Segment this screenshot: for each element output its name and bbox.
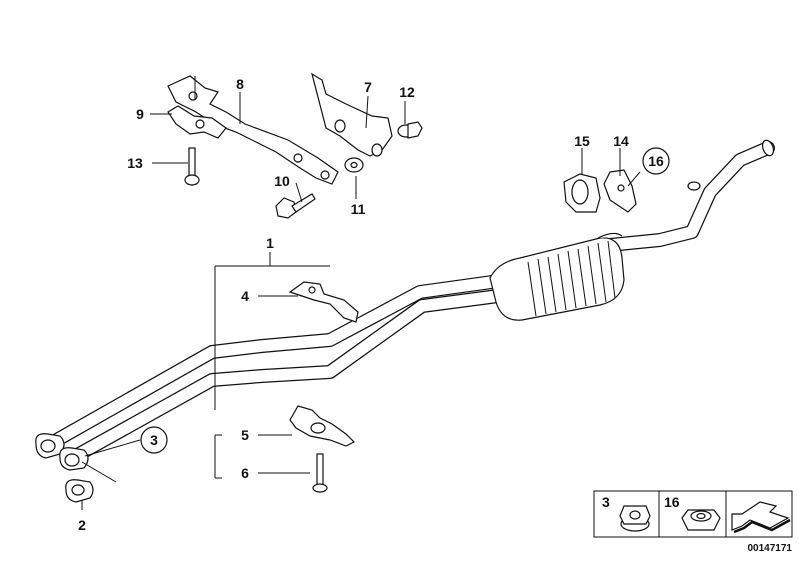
callout-2: 2 [78, 517, 86, 533]
leader-lines [81, 76, 641, 510]
callout-16: 16 [648, 153, 664, 169]
bracket-part-8 [167, 75, 339, 185]
gasket-part-2 [65, 479, 94, 503]
bracket-part-7 [311, 72, 393, 157]
arrow-icon [731, 501, 791, 534]
callout-3: 3 [150, 432, 158, 448]
catalytic-converter [489, 232, 625, 321]
diagram-number: 00147171 [748, 543, 793, 554]
callout-3-circle: 3 [140, 426, 168, 454]
callout-5: 5 [241, 427, 249, 443]
parts-legend: 3 16 00147171 [593, 490, 793, 554]
hanger-part-4 [288, 281, 359, 323]
hex-nut-icon [681, 509, 721, 531]
callout-1: 1 [266, 235, 274, 251]
stud-part-6 [312, 453, 328, 493]
nut-part-12 [397, 121, 423, 139]
washer-part-11 [344, 157, 364, 173]
legend-item-3-label: 3 [602, 494, 610, 510]
callout-8: 8 [236, 76, 244, 92]
hanger-part-5 [289, 405, 356, 447]
callout-16-circle: 16 [642, 147, 670, 175]
callout-4: 4 [241, 288, 249, 304]
callout-10: 10 [274, 173, 290, 189]
callout-7: 7 [364, 79, 372, 95]
bolt-part-10 [275, 193, 316, 219]
callout-6: 6 [241, 465, 249, 481]
callout-12: 12 [399, 84, 415, 100]
callout-15: 15 [574, 133, 590, 149]
callout-11: 11 [351, 201, 366, 217]
bracket-part-14 [603, 169, 637, 213]
inlet-flanges [35, 433, 89, 471]
clamp-part-9 [167, 105, 227, 139]
flange-nut-icon [619, 505, 651, 532]
rubber-mount-part-15 [563, 173, 601, 213]
callout-14: 14 [613, 133, 629, 149]
legend-item-16-label: 16 [664, 494, 680, 510]
callout-13: 13 [127, 155, 143, 171]
bolt-part-13 [184, 147, 200, 186]
exhaust-pipe-assembly [41, 139, 775, 465]
callout-9: 9 [136, 106, 144, 122]
